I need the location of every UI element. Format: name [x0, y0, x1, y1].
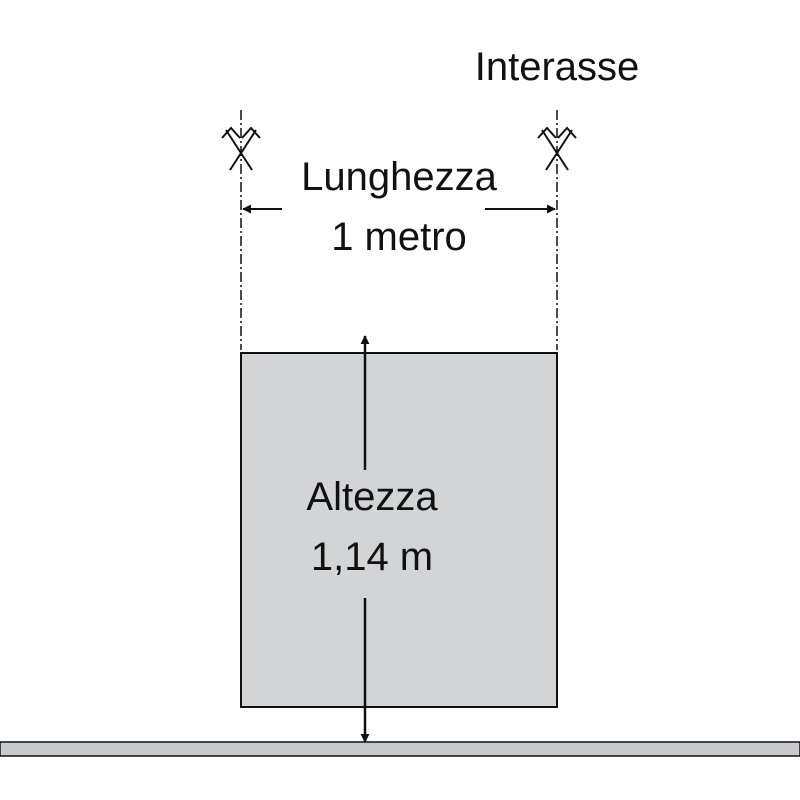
panel-rectangle — [240, 352, 558, 708]
ground-line — [0, 741, 800, 757]
left-axis-symbol-icon — [221, 126, 261, 171]
length-title: Lunghezza — [301, 155, 497, 199]
length-value: 1 metro — [331, 215, 467, 259]
interasse-label: Interasse — [475, 45, 640, 89]
height-value: 1,14 m — [311, 535, 433, 579]
right-axis-symbol-icon — [537, 126, 577, 171]
height-title: Altezza — [306, 475, 438, 519]
